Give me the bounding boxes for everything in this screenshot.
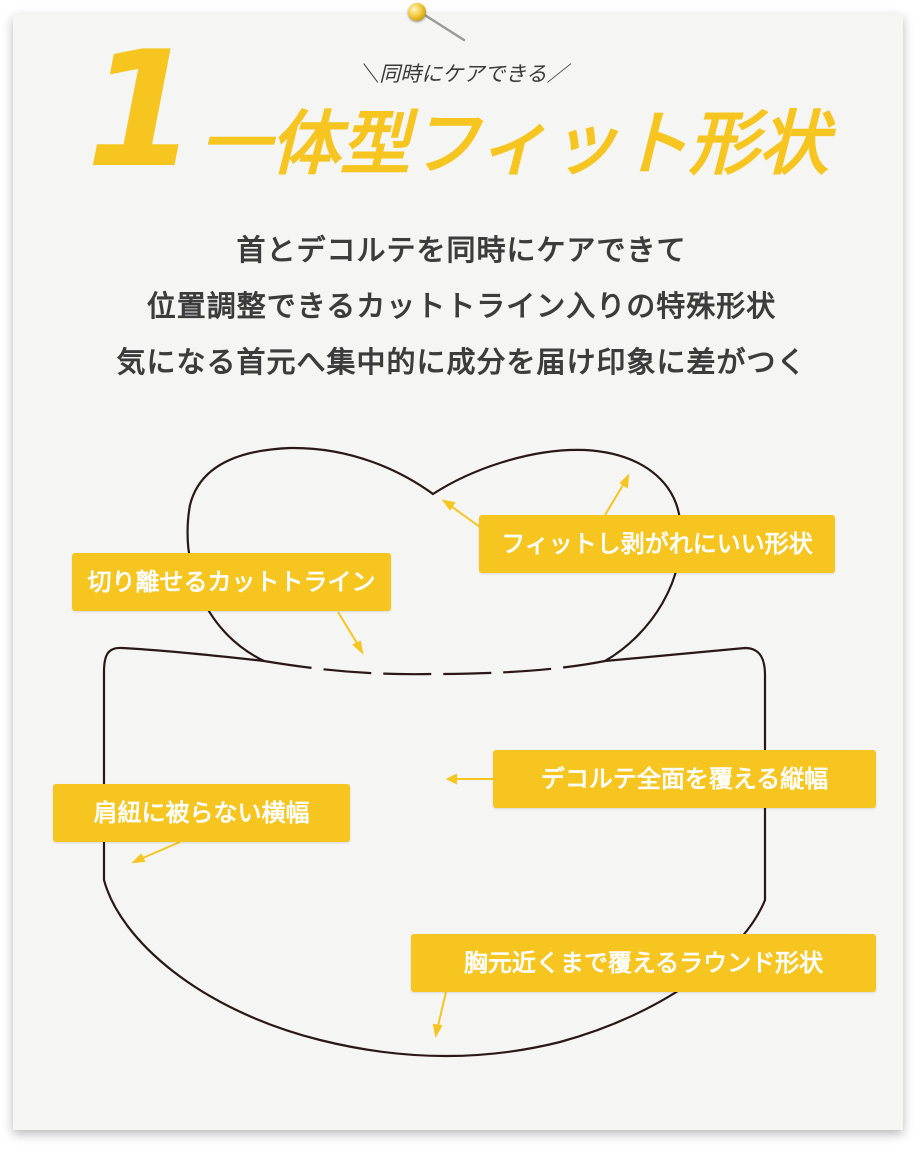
description-line-1: 首とデコルテを同時にケアできて bbox=[236, 233, 687, 267]
description-line-3: 気になる首元へ集中的に成分を届け印象に差がつく bbox=[116, 345, 807, 379]
description-line-2: 位置調整できるカットトライン入りの特殊形状 bbox=[146, 289, 777, 323]
section-subtitle: ＼同時にケアできる／ bbox=[358, 62, 568, 86]
label-round-shape: 胸元近くまで覆えるラウンド形状 bbox=[411, 934, 876, 992]
push-pin-icon bbox=[408, 3, 426, 21]
decollete-outline bbox=[102, 646, 767, 1058]
description: 首とデコルテを同時にケアできて 位置調整できるカットトライン入りの特殊形状 気に… bbox=[0, 222, 923, 390]
arrows bbox=[131, 473, 630, 1038]
label-cut-line: 切り離せるカットトライン bbox=[72, 553, 391, 611]
cut-line bbox=[263, 659, 606, 676]
pin-needle-icon bbox=[418, 10, 466, 42]
label-shoulder-width: 肩紐に被らない横幅 bbox=[53, 784, 350, 842]
section-title: 一体型フィット形状 bbox=[200, 103, 829, 185]
label-decollete-height: デコルテ全面を覆える縦幅 bbox=[493, 750, 876, 808]
section-number: 1 bbox=[86, 16, 197, 203]
label-fit-shape: フィットし剥がれにいい形状 bbox=[479, 515, 835, 573]
